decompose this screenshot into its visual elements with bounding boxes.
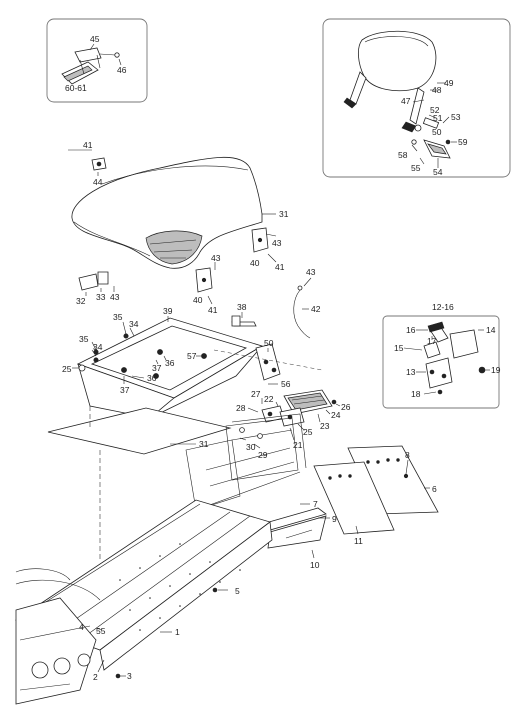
callout-43-latch: 43 <box>110 292 120 302</box>
callout-35-upper: 35 <box>113 312 123 322</box>
rod-38 <box>231 315 257 327</box>
callout-25-right: 25 <box>303 427 313 437</box>
callout-38: 38 <box>237 302 247 312</box>
callout-58: 58 <box>398 150 408 160</box>
callout-18: 18 <box>411 389 421 399</box>
callout-40-center: 40 <box>193 295 203 305</box>
backrest-illustration <box>343 30 451 159</box>
callout-28: 28 <box>236 403 246 413</box>
callout-23: 23 <box>320 421 330 431</box>
callout-41-center: 41 <box>208 305 218 315</box>
callout-2: 2 <box>93 672 98 682</box>
callout-35-left: 35 <box>79 334 89 344</box>
callout-7: 7 <box>313 499 318 509</box>
callout-43-right: 43 <box>272 238 282 248</box>
hitch-assembly <box>423 321 486 395</box>
callout-47: 47 <box>401 96 411 106</box>
callout-59: 59 <box>458 137 468 147</box>
callout-43-cable: 43 <box>306 267 316 277</box>
callout-56: 56 <box>281 379 291 389</box>
callout-19: 19 <box>491 365 501 375</box>
callout-26: 26 <box>341 402 351 412</box>
callout-43-center: 43 <box>211 253 221 263</box>
callout-14: 14 <box>486 325 496 335</box>
callout-12-16: 12-16 <box>432 302 454 312</box>
cable-42 <box>293 285 311 339</box>
latch-32 <box>78 271 109 291</box>
callout-36-upper: 36 <box>165 358 175 368</box>
callout-30: 30 <box>246 442 256 452</box>
callout-42: 42 <box>311 304 321 314</box>
callout-50: 50 <box>264 338 274 348</box>
tail-light-assembly <box>261 389 333 427</box>
callout-22: 22 <box>264 394 274 404</box>
storage-tray <box>76 317 263 419</box>
bracket-40-right <box>251 227 269 253</box>
callout-40-right: 40 <box>250 258 260 268</box>
callout-9: 9 <box>332 514 337 524</box>
callout-44: 44 <box>93 177 103 187</box>
callout-41-top: 41 <box>83 140 93 150</box>
callout-31-seat: 31 <box>279 209 289 219</box>
callout-34-upper: 34 <box>129 319 139 329</box>
chassis-rivets <box>119 543 241 631</box>
callout-55: 55 <box>411 163 421 173</box>
callout-39: 39 <box>163 306 173 316</box>
callout-36-lower: 36 <box>147 373 157 383</box>
bracket-40-center <box>195 267 213 293</box>
callout-4: 4 <box>79 622 84 632</box>
callout-52: 52 <box>430 105 440 115</box>
seat-cushion <box>71 156 263 269</box>
callout-24: 24 <box>331 410 341 420</box>
callout-21: 21 <box>293 440 303 450</box>
callout-15: 15 <box>394 343 404 353</box>
callout-50-inset: 50 <box>432 127 442 137</box>
callout-6: 6 <box>432 484 437 494</box>
callout-29: 29 <box>258 450 268 460</box>
callout-17: 17 <box>427 336 437 346</box>
callout-1: 1 <box>175 627 180 637</box>
callout-54: 54 <box>433 167 443 177</box>
callout-37-upper: 37 <box>152 363 162 373</box>
clip-44 <box>91 157 107 171</box>
inset-seat-cover-frame <box>46 18 148 103</box>
chassis-tunnel <box>15 499 273 705</box>
callout-34-left: 34 <box>93 342 103 352</box>
callout-57: 57 <box>187 351 197 361</box>
callout-55-chassis: 55 <box>96 626 106 636</box>
callout-10: 10 <box>310 560 320 570</box>
callout-5: 5 <box>235 586 240 596</box>
seat-cover-strap-illustration <box>61 47 120 85</box>
callout-41-right: 41 <box>275 262 285 272</box>
callout-13: 13 <box>406 367 416 377</box>
mud-flap-11 <box>313 461 395 535</box>
rear-rack <box>185 413 307 511</box>
bracket-50 <box>255 343 281 381</box>
callout-46: 46 <box>117 65 127 75</box>
callout-27: 27 <box>251 389 261 399</box>
rear-bumper <box>261 507 327 549</box>
callout-45: 45 <box>90 34 100 44</box>
callout-3: 3 <box>127 671 132 681</box>
callout-60-61: 60-61 <box>65 83 87 93</box>
seat-base-pad <box>47 407 232 455</box>
callout-8: 8 <box>405 450 410 460</box>
callout-16: 16 <box>406 325 416 335</box>
callout-25-left: 25 <box>62 364 72 374</box>
callout-53: 53 <box>451 112 461 122</box>
callout-33: 33 <box>96 292 106 302</box>
callout-48: 48 <box>432 85 442 95</box>
callout-49: 49 <box>444 78 454 88</box>
callout-31-base: 31 <box>199 439 209 449</box>
callout-51: 51 <box>433 113 443 123</box>
callout-11: 11 <box>354 536 363 546</box>
callout-37-lower: 37 <box>120 385 130 395</box>
callout-32: 32 <box>76 296 86 306</box>
